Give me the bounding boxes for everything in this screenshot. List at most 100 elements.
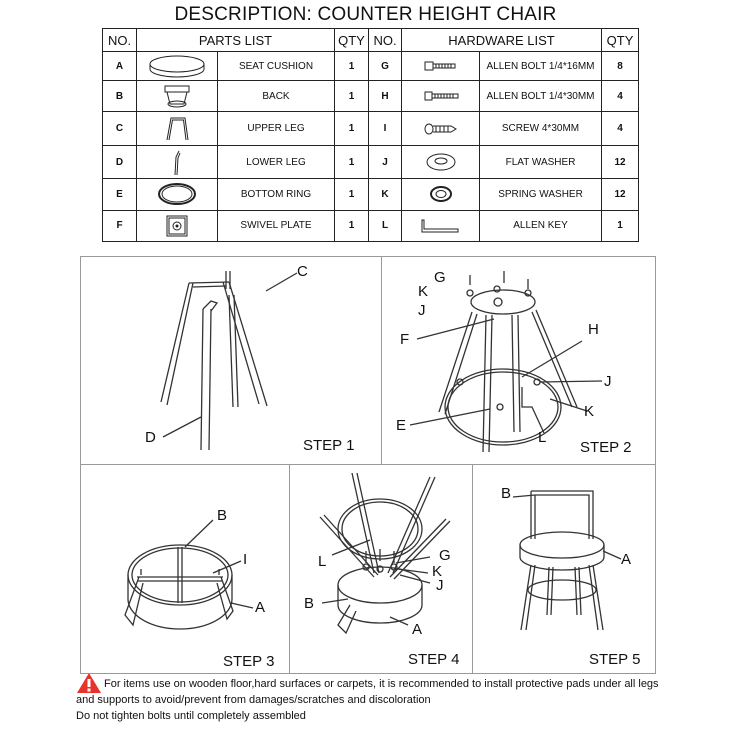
hardware-no: G xyxy=(368,50,402,82)
label-e: E xyxy=(396,417,407,434)
spring-washer-icon xyxy=(401,178,480,211)
step-5-label: STEP 5 xyxy=(589,651,641,668)
note-line-2: and supports to avoid/prevent from damag… xyxy=(76,694,431,706)
part-no: B xyxy=(102,80,137,113)
table-row: D LOWER LEG 1 J FLAT WASHER 12 xyxy=(102,144,640,180)
warning-icon xyxy=(77,673,101,693)
document-title: DESCRIPTION: COUNTER HEIGHT CHAIR xyxy=(174,4,557,25)
part-qty: 1 xyxy=(334,80,369,113)
step-3-panel: B I A STEP 3 xyxy=(80,464,291,674)
label-c: C xyxy=(297,263,308,280)
part-name: UPPER LEG xyxy=(217,111,335,146)
label-k: K xyxy=(584,403,595,420)
flat-washer-icon xyxy=(401,144,480,180)
label-g: G xyxy=(434,269,446,286)
step-4-illustration xyxy=(319,472,451,635)
table-row: E BOTTOM RING 1 K SPRING WASHER 12 xyxy=(102,178,640,211)
notes: For items use on wooden floor,hard surfa… xyxy=(76,676,716,724)
step-1-panel: C D STEP 1 xyxy=(80,256,383,466)
note-line-3: Do not tighten bolts until completely as… xyxy=(76,710,306,722)
part-no: A xyxy=(102,50,137,82)
hardware-name: SCREW 4*30MM xyxy=(478,111,603,146)
step-3-illustration xyxy=(124,519,254,630)
screw-icon xyxy=(401,111,480,146)
hardware-qty: 8 xyxy=(601,50,640,82)
hardware-no: K xyxy=(368,178,402,211)
step-3-label: STEP 3 xyxy=(223,653,275,670)
label-l: L xyxy=(538,429,547,446)
label-a: A xyxy=(255,599,266,616)
label-i: I xyxy=(243,551,248,568)
label-j: J xyxy=(436,577,444,594)
part-name: SWIVEL PLATE xyxy=(217,209,335,243)
label-b: B xyxy=(217,507,228,524)
hardware-name: ALLEN BOLT 1/4*30MM xyxy=(478,80,603,113)
upper-leg-icon xyxy=(136,111,218,146)
hardware-no: L xyxy=(368,209,402,243)
swivel-plate-icon xyxy=(136,209,218,243)
header-hardware-no: NO. xyxy=(368,28,402,52)
hardware-name: ALLEN BOLT 1/4*16MM xyxy=(478,50,603,82)
step-1-label: STEP 1 xyxy=(303,437,355,454)
step-4-label: STEP 4 xyxy=(408,651,460,668)
step-2-illustration xyxy=(409,271,603,453)
bottom-ring-icon xyxy=(136,178,218,211)
part-no: C xyxy=(102,111,137,146)
label-b: B xyxy=(501,485,512,502)
part-no: D xyxy=(102,144,137,180)
header-qty: QTY xyxy=(334,28,369,52)
header-no: NO. xyxy=(102,28,137,52)
hardware-qty: 12 xyxy=(601,144,640,180)
step-1-illustration xyxy=(160,271,298,451)
allen-bolt-long-icon xyxy=(401,80,480,113)
label-j: J xyxy=(418,302,426,319)
part-name: BOTTOM RING xyxy=(217,178,335,211)
header-parts-list: PARTS LIST xyxy=(136,28,335,52)
table-row: B BACK 1 H ALLEN BOLT 1/4*30MM 4 xyxy=(102,80,640,113)
header-hardware-qty: QTY xyxy=(601,28,640,52)
header-hardware-list: HARDWARE LIST xyxy=(400,28,603,52)
step-5-illustration xyxy=(512,490,622,631)
hardware-qty: 4 xyxy=(601,80,640,113)
hardware-no: I xyxy=(368,111,402,146)
part-name: BACK xyxy=(217,80,335,113)
part-name: LOWER LEG xyxy=(217,144,335,180)
back-icon xyxy=(136,80,218,113)
label-g: G xyxy=(439,547,451,564)
label-a: A xyxy=(621,551,632,568)
label-f: F xyxy=(400,331,410,348)
parts-table: NO. PARTS LIST QTY NO. HARDWARE LIST QTY… xyxy=(102,28,640,243)
hardware-name: SPRING WASHER xyxy=(478,178,603,211)
hardware-no: J xyxy=(368,144,402,180)
hardware-qty: 1 xyxy=(601,209,640,243)
note-line-1: For items use on wooden floor,hard surfa… xyxy=(104,678,659,690)
label-h: H xyxy=(588,321,599,338)
part-no: E xyxy=(102,178,137,211)
part-qty: 1 xyxy=(334,144,369,180)
hardware-no: H xyxy=(368,80,402,113)
label-j: J xyxy=(604,373,612,390)
label-k: K xyxy=(432,563,443,580)
hardware-qty: 12 xyxy=(601,178,640,211)
allen-bolt-icon xyxy=(401,50,480,82)
part-qty: 1 xyxy=(334,50,369,82)
part-qty: 1 xyxy=(334,178,369,211)
part-no: F xyxy=(102,209,137,243)
table-header-row: NO. PARTS LIST QTY NO. HARDWARE LIST QTY xyxy=(102,28,640,52)
lower-leg-icon xyxy=(136,144,218,180)
table-row: F SWIVEL PLATE 1 L ALLEN KEY 1 xyxy=(102,209,640,243)
label-l: L xyxy=(318,553,327,570)
table-row: A SEAT CUSHION 1 G ALLEN BOLT 1/4*16MM 8 xyxy=(102,50,640,82)
table-row: C UPPER LEG 1 I SCREW 4*30MM 4 xyxy=(102,111,640,146)
label-b: B xyxy=(304,595,315,612)
part-name: SEAT CUSHION xyxy=(217,50,335,82)
hardware-name: ALLEN KEY xyxy=(478,209,603,243)
label-k: K xyxy=(418,283,429,300)
step-5-panel: B A STEP 5 xyxy=(472,464,656,674)
part-qty: 1 xyxy=(334,111,369,146)
step-4-panel: L G K J B A STEP 4 xyxy=(289,464,474,674)
label-a: A xyxy=(412,621,423,638)
label-d: D xyxy=(145,429,156,446)
allen-key-icon xyxy=(401,209,480,243)
part-qty: 1 xyxy=(334,209,369,243)
